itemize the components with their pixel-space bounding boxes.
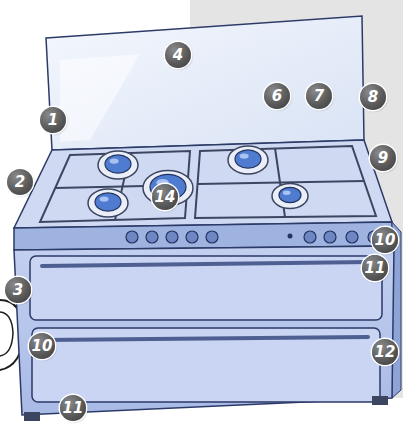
control-knob bbox=[206, 231, 218, 243]
callout-number: 14 bbox=[152, 184, 178, 210]
foot bbox=[372, 396, 388, 405]
burner-highlight bbox=[283, 191, 291, 195]
burner-highlight bbox=[110, 159, 119, 164]
callout-number: 11 bbox=[362, 255, 388, 281]
callout-number: 4 bbox=[165, 42, 191, 68]
door-handle bbox=[44, 337, 368, 340]
burner-highlight bbox=[240, 154, 249, 159]
indicator-light bbox=[288, 234, 293, 239]
control-knob bbox=[304, 231, 316, 243]
callout-number: 3 bbox=[5, 277, 31, 303]
callout-number: 9 bbox=[370, 145, 396, 171]
callout-number: 10 bbox=[29, 333, 55, 359]
callout-number: 6 bbox=[264, 83, 290, 109]
grate bbox=[195, 146, 376, 218]
burner-ring bbox=[228, 146, 268, 174]
lid-reflection bbox=[60, 54, 140, 142]
grate bbox=[40, 151, 190, 222]
burner bbox=[228, 146, 268, 174]
cooktop bbox=[14, 140, 392, 228]
callout-number: 2 bbox=[7, 169, 33, 195]
callout-number: 8 bbox=[360, 84, 386, 110]
burner-cap bbox=[95, 193, 121, 211]
lid bbox=[46, 16, 364, 150]
burner bbox=[272, 183, 308, 208]
pan-handle bbox=[0, 312, 13, 356]
knobs bbox=[126, 231, 380, 243]
burner-cap bbox=[279, 187, 301, 202]
oven-door bbox=[30, 256, 382, 320]
burners bbox=[88, 146, 308, 217]
callout-number: 12 bbox=[372, 339, 398, 365]
control-knob bbox=[324, 231, 336, 243]
burner bbox=[88, 189, 128, 217]
burner bbox=[98, 151, 138, 179]
stove-body bbox=[14, 246, 394, 415]
grates bbox=[40, 146, 376, 222]
control-knob bbox=[186, 231, 198, 243]
door-handle bbox=[42, 262, 370, 266]
burner-cap bbox=[235, 150, 261, 168]
callout-number: 10 bbox=[372, 227, 398, 253]
callout-number: 7 bbox=[306, 83, 332, 109]
burner-highlight bbox=[100, 197, 109, 202]
control-knob bbox=[346, 231, 358, 243]
control-knob bbox=[166, 231, 178, 243]
control-knob bbox=[126, 231, 138, 243]
burner-cap bbox=[105, 155, 131, 173]
callout-number: 11 bbox=[60, 395, 86, 421]
burner-ring bbox=[272, 183, 308, 208]
burner-ring bbox=[98, 151, 138, 179]
foot bbox=[24, 412, 40, 421]
callout-number: 1 bbox=[40, 107, 66, 133]
control-panel bbox=[14, 222, 394, 250]
control-knob bbox=[146, 231, 158, 243]
burner-ring bbox=[88, 189, 128, 217]
oven-door bbox=[32, 328, 380, 402]
